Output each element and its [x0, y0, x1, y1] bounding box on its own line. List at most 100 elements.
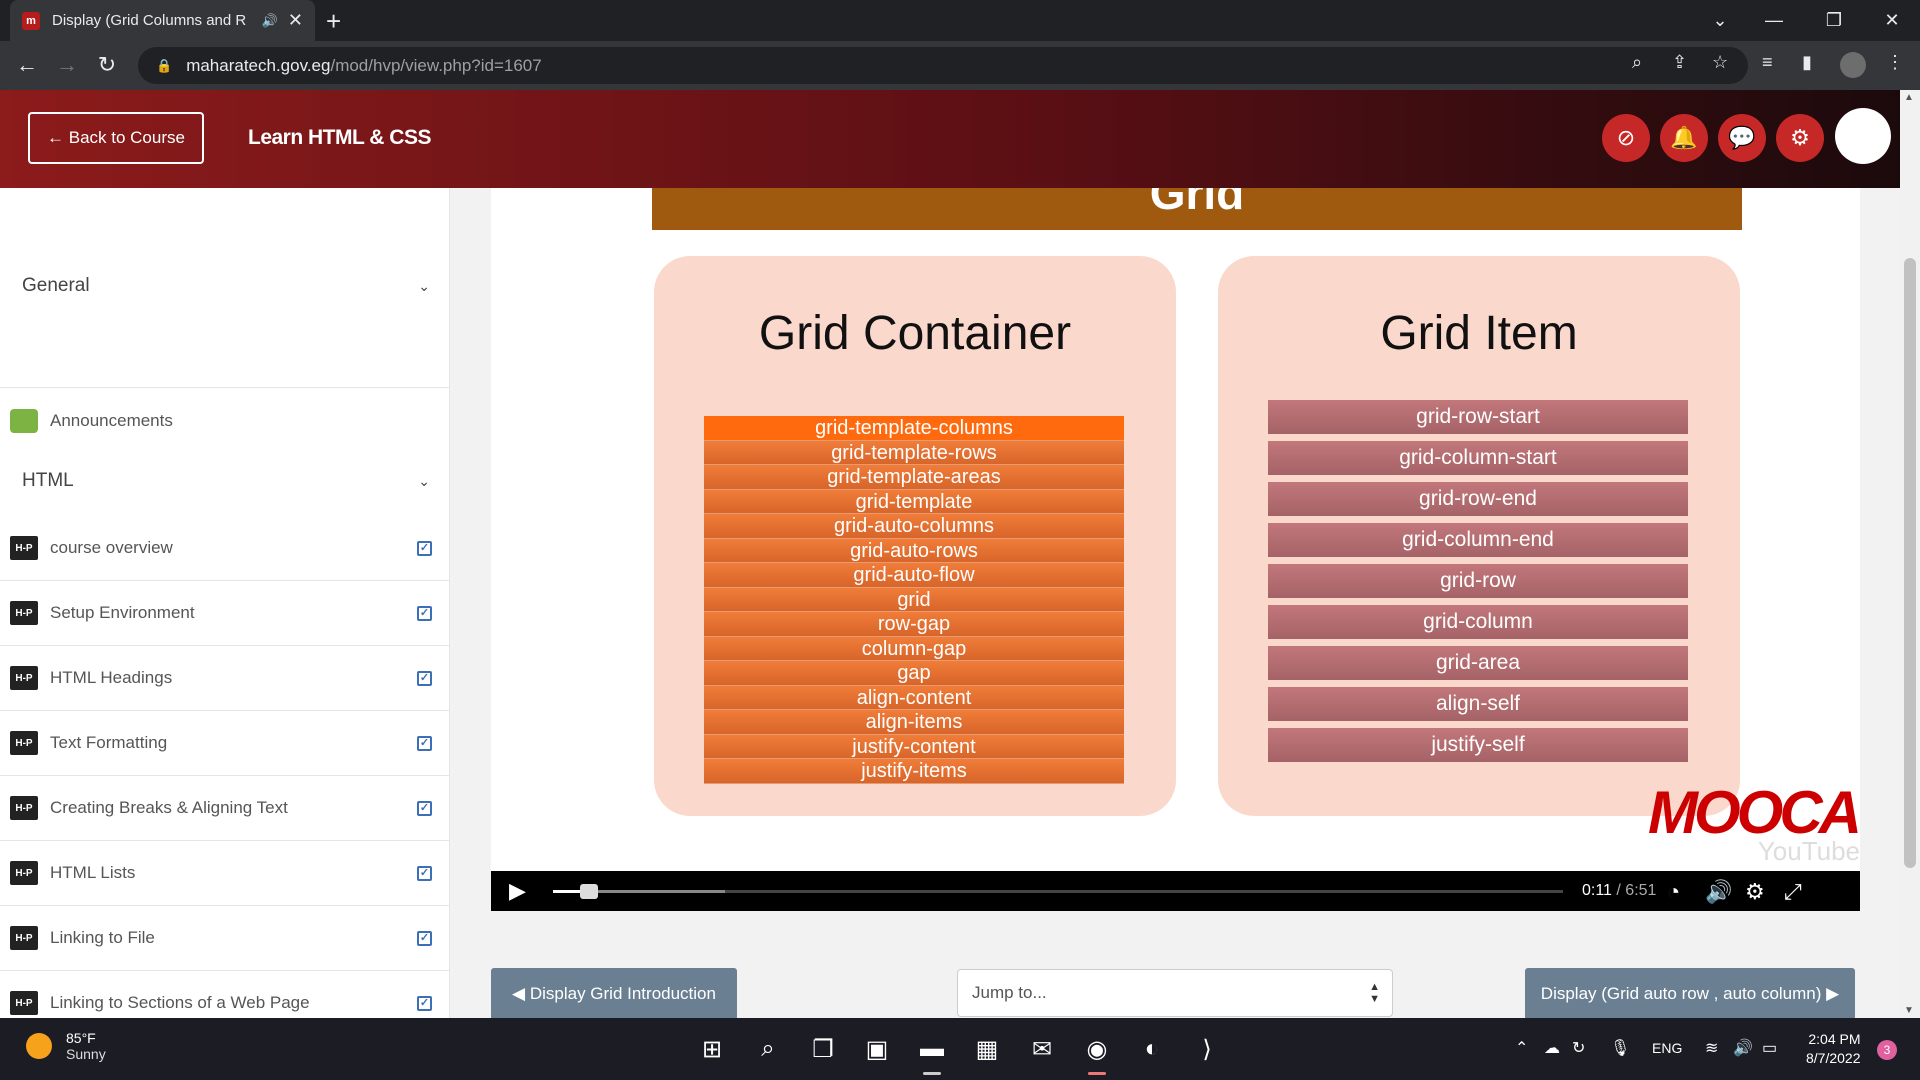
edge-icon[interactable]: ◐: [1144, 1035, 1160, 1062]
speaker-icon[interactable]: 🔊: [1733, 1040, 1753, 1057]
bookmark-star-icon[interactable]: ☆: [1712, 52, 1729, 72]
chat-icon[interactable]: 💬: [1718, 114, 1766, 162]
temperature: 85°F: [66, 1030, 96, 1046]
url-path: /mod/hvp/view.php?id=1607: [330, 55, 542, 75]
sync-icon[interactable]: ↻: [1572, 1040, 1586, 1057]
scrollbar-thumb[interactable]: [1904, 258, 1916, 868]
active-app-indicator: [1088, 1072, 1106, 1075]
minimize-button[interactable]: —: [1765, 10, 1783, 30]
sidebar-item-label: Creating Breaks & Aligning Text: [50, 798, 288, 817]
task-view-icon[interactable]: ❐: [812, 1035, 834, 1063]
sidebar-item-creating-breaks[interactable]: H-P Creating Breaks & Aligning Text ✓: [0, 776, 449, 841]
sidebar-item-html-headings[interactable]: H-P HTML Headings ✓: [0, 646, 449, 711]
windows-start-icon[interactable]: ⊞: [701, 1035, 723, 1063]
section-general[interactable]: General ⌄: [0, 266, 449, 306]
completion-checkbox[interactable]: ✓: [417, 735, 432, 751]
system-clock[interactable]: 2:04 PM 8/7/2022: [1806, 1030, 1861, 1068]
item-property: align-self: [1268, 687, 1688, 721]
reload-icon[interactable]: ↻: [97, 52, 117, 77]
sidebar-item-setup-environment[interactable]: H-P Setup Environment ✓: [0, 581, 449, 646]
weather-widget[interactable]: 85°F Sunny: [26, 1030, 106, 1062]
side-panel-icon[interactable]: ▮: [1802, 52, 1812, 72]
play-icon[interactable]: ▶: [509, 878, 526, 903]
completion-checkbox[interactable]: ✓: [417, 930, 432, 946]
close-window-button[interactable]: ✕: [1884, 10, 1900, 30]
sidebar-item-text-formatting[interactable]: H-P Text Formatting ✓: [0, 711, 449, 776]
sun-icon: [26, 1033, 52, 1059]
seek-handle[interactable]: [580, 884, 599, 899]
chrome-icon[interactable]: ◉: [1086, 1035, 1108, 1063]
menu-kebab-icon[interactable]: ⋮: [1886, 52, 1904, 72]
section-html[interactable]: HTML ⌄: [0, 461, 449, 501]
playback-speed-icon[interactable]: ◔: [1667, 879, 1681, 904]
container-property: align-items: [704, 710, 1124, 735]
user-avatar[interactable]: [1835, 108, 1891, 164]
completion-checkbox[interactable]: ✓: [417, 540, 432, 556]
h5p-icon: H-P: [10, 731, 38, 755]
search-icon[interactable]: ⌕: [761, 1035, 775, 1062]
forward-arrow-icon[interactable]: →: [56, 52, 78, 77]
gear-icon[interactable]: ⚙: [1776, 114, 1824, 162]
new-tab-button[interactable]: +: [326, 6, 342, 36]
onedrive-icon[interactable]: ☁: [1544, 1040, 1560, 1057]
item-property: grid-area: [1268, 646, 1688, 680]
audio-playing-icon[interactable]: 🔊: [261, 12, 278, 28]
mail-icon[interactable]: ✉: [1031, 1035, 1053, 1063]
vscode-icon[interactable]: ⟩: [1202, 1035, 1212, 1063]
fullscreen-icon[interactable]: ⤢: [1784, 879, 1802, 904]
scroll-up-arrow-icon[interactable]: ▲: [1904, 92, 1914, 103]
back-to-course-button[interactable]: ← Back to Course: [28, 112, 204, 164]
previous-activity-button[interactable]: ◀ Display Grid Introduction: [491, 968, 737, 1020]
select-arrows-icon: ▲▼: [1369, 981, 1380, 1005]
volume-icon[interactable]: 🔊: [1705, 879, 1733, 904]
completion-checkbox[interactable]: ✓: [417, 605, 432, 621]
battery-icon[interactable]: ▭: [1762, 1040, 1778, 1057]
media-control-icon[interactable]: ≡: [1762, 52, 1773, 72]
video-player[interactable]: Grid Grid Container grid-template-column…: [491, 188, 1860, 911]
teams-chat-icon[interactable]: ▣: [865, 1035, 889, 1063]
completion-checkbox[interactable]: ✓: [417, 670, 432, 686]
seek-bar[interactable]: [553, 884, 1563, 899]
completion-checkbox[interactable]: ✓: [417, 995, 432, 1011]
wifi-icon[interactable]: ≋: [1705, 1040, 1719, 1057]
scroll-down-arrow-icon[interactable]: ▼: [1904, 1005, 1914, 1016]
duration: / 6:51: [1616, 882, 1657, 899]
eye-slash-icon[interactable]: ⊘: [1602, 114, 1650, 162]
lock-icon: 🔒: [156, 57, 173, 73]
share-icon[interactable]: ⇪: [1672, 52, 1688, 72]
restore-button[interactable]: ❐: [1825, 10, 1843, 30]
microsoft-store-icon[interactable]: ▦: [975, 1035, 999, 1063]
item-property: grid-column-end: [1268, 523, 1688, 557]
sidebar-item-label: Announcements: [50, 411, 173, 430]
close-tab-icon[interactable]: ✕: [287, 10, 303, 30]
zoom-icon[interactable]: ⌕: [1632, 52, 1643, 72]
tray-overflow-icon[interactable]: ⌃: [1515, 1040, 1529, 1057]
section-label: HTML: [22, 470, 74, 491]
sidebar-item-linking-sections[interactable]: H-P Linking to Sections of a Web Page ✓: [0, 971, 449, 1018]
back-arrow-icon[interactable]: ←: [16, 52, 38, 77]
sidebar-item-announcements[interactable]: Announcements: [0, 403, 449, 439]
bell-icon[interactable]: 🔔: [1660, 114, 1708, 162]
sidebar-item-course-overview[interactable]: H-P course overview ✓: [0, 516, 449, 581]
page-scrollbar[interactable]: ▲ ▼: [1900, 90, 1920, 1018]
language-indicator[interactable]: ENG: [1652, 1040, 1683, 1056]
chevron-down-icon[interactable]: ⌄: [418, 472, 430, 489]
chevron-down-icon[interactable]: ⌄: [418, 277, 430, 294]
jump-to-select[interactable]: Jump to... ▲▼: [957, 969, 1393, 1017]
file-explorer-icon[interactable]: ▬: [920, 1035, 944, 1062]
browser-tab[interactable]: m Display (Grid Columns and R 🔊 ✕: [10, 0, 315, 41]
settings-gear-icon[interactable]: ⚙: [1745, 879, 1765, 904]
completion-checkbox[interactable]: ✓: [417, 800, 432, 816]
profile-avatar[interactable]: [1840, 52, 1866, 78]
address-bar[interactable]: 🔒 maharatech.gov.eg/mod/hvp/view.php?id=…: [138, 47, 1748, 84]
item-property: justify-self: [1268, 728, 1688, 762]
completion-checkbox[interactable]: ✓: [417, 865, 432, 881]
youtube-watermark: YouTube: [1757, 836, 1860, 866]
notification-badge[interactable]: 3: [1877, 1040, 1897, 1060]
next-activity-button[interactable]: Display (Grid auto row , auto column) ▶: [1525, 968, 1855, 1020]
jump-to-label: Jump to...: [972, 983, 1047, 1002]
sidebar-item-linking-to-file[interactable]: H-P Linking to File ✓: [0, 906, 449, 971]
microphone-icon[interactable]: 🎙: [1610, 1040, 1631, 1057]
sidebar-item-html-lists[interactable]: H-P HTML Lists ✓: [0, 841, 449, 906]
tab-search-icon[interactable]: ⌄: [1712, 10, 1728, 30]
